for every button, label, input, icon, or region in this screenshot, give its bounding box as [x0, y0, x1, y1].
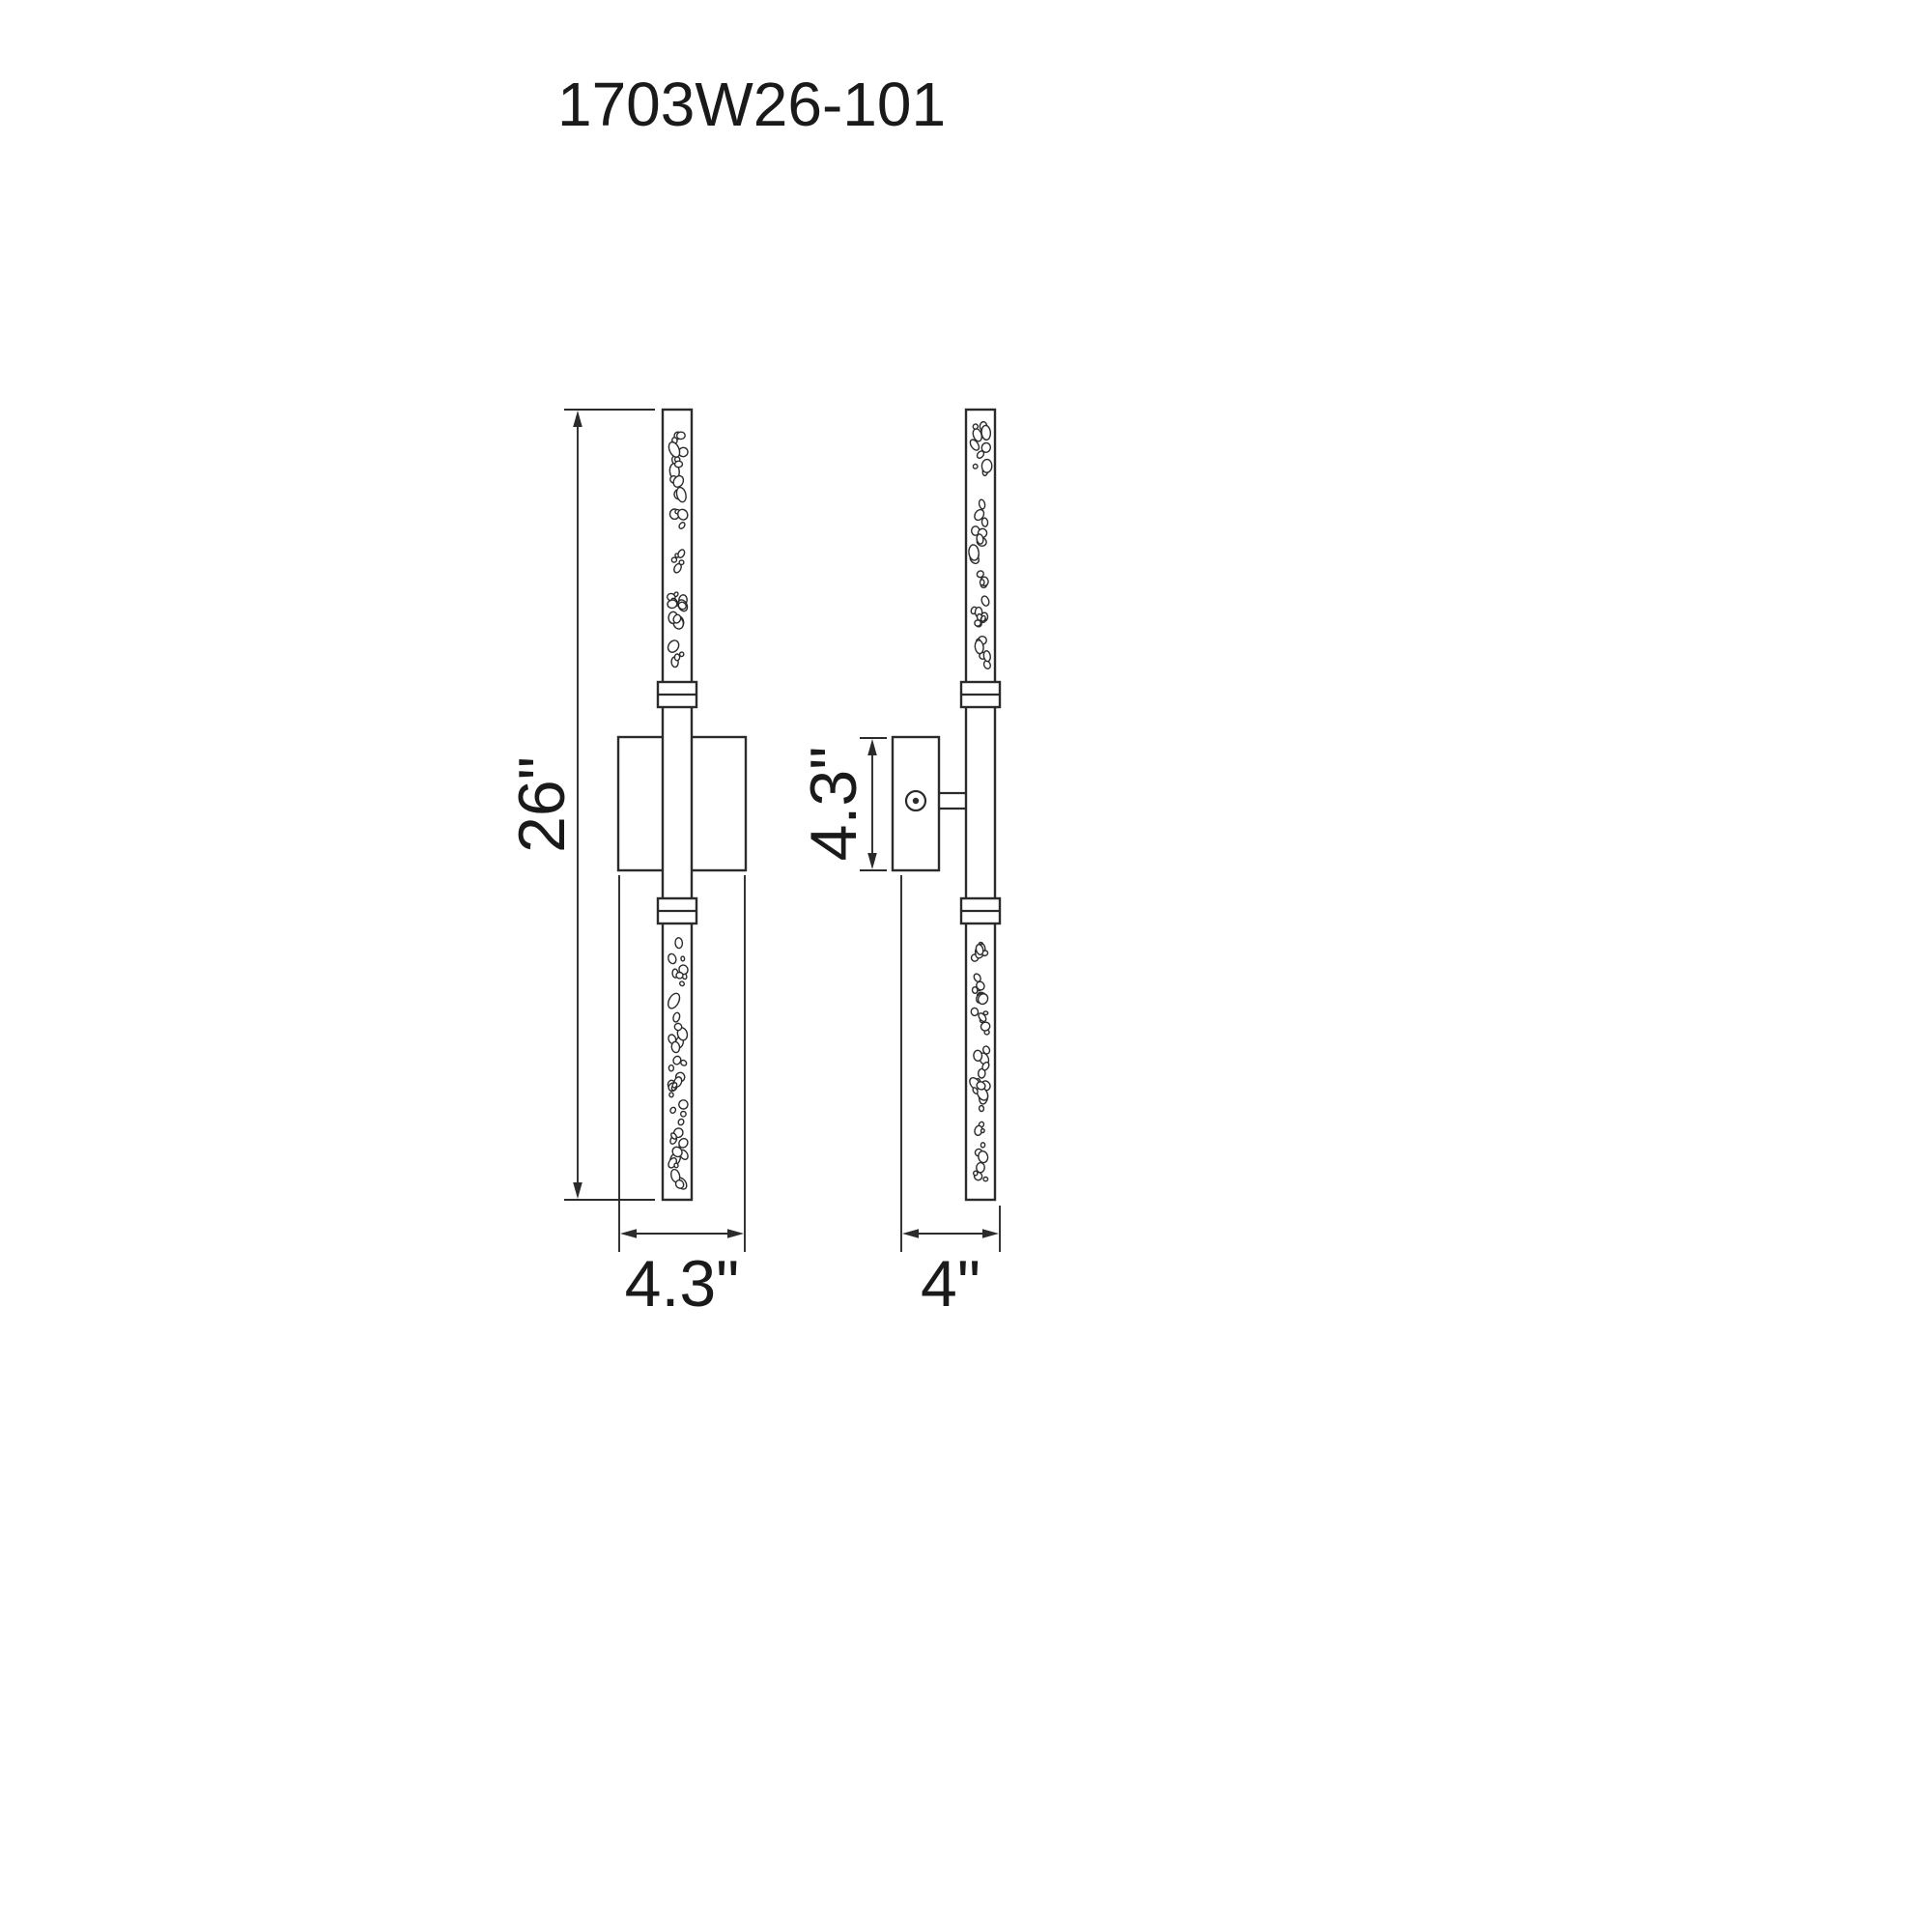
bubble-texture-upper-front: [667, 431, 689, 668]
bubble-texture-lower-front: [667, 937, 689, 1190]
dim-label-fixture-depth: 4": [921, 1247, 980, 1321]
dim-label-overall-width: 4.3": [625, 1247, 740, 1321]
dim-label-overall-height: 26": [505, 756, 579, 853]
front-view: [616, 408, 748, 1202]
bubble-texture-upper-side: [968, 420, 993, 669]
dimension-overall-width: 4.3": [618, 875, 746, 1321]
connector-lower-front: [656, 896, 698, 925]
light-rod-front: [661, 408, 694, 1202]
dimension-fixture-depth: 4": [900, 875, 1001, 1321]
screw-center-icon: [912, 797, 920, 805]
dimension-backplate-height: 4.3": [797, 737, 887, 871]
drawing-title: 1703W26-101: [557, 70, 946, 139]
dim-label-backplate-height: 4.3": [797, 747, 870, 862]
mounting-plate-side: [891, 735, 941, 872]
dimension-overall-height: 26": [505, 409, 655, 1201]
connector-upper-side: [959, 680, 1002, 709]
bubble-texture-lower-side: [969, 941, 991, 1182]
connector-upper-front: [656, 680, 698, 709]
side-view: [891, 408, 1002, 1202]
connector-lower-side: [959, 896, 1002, 925]
